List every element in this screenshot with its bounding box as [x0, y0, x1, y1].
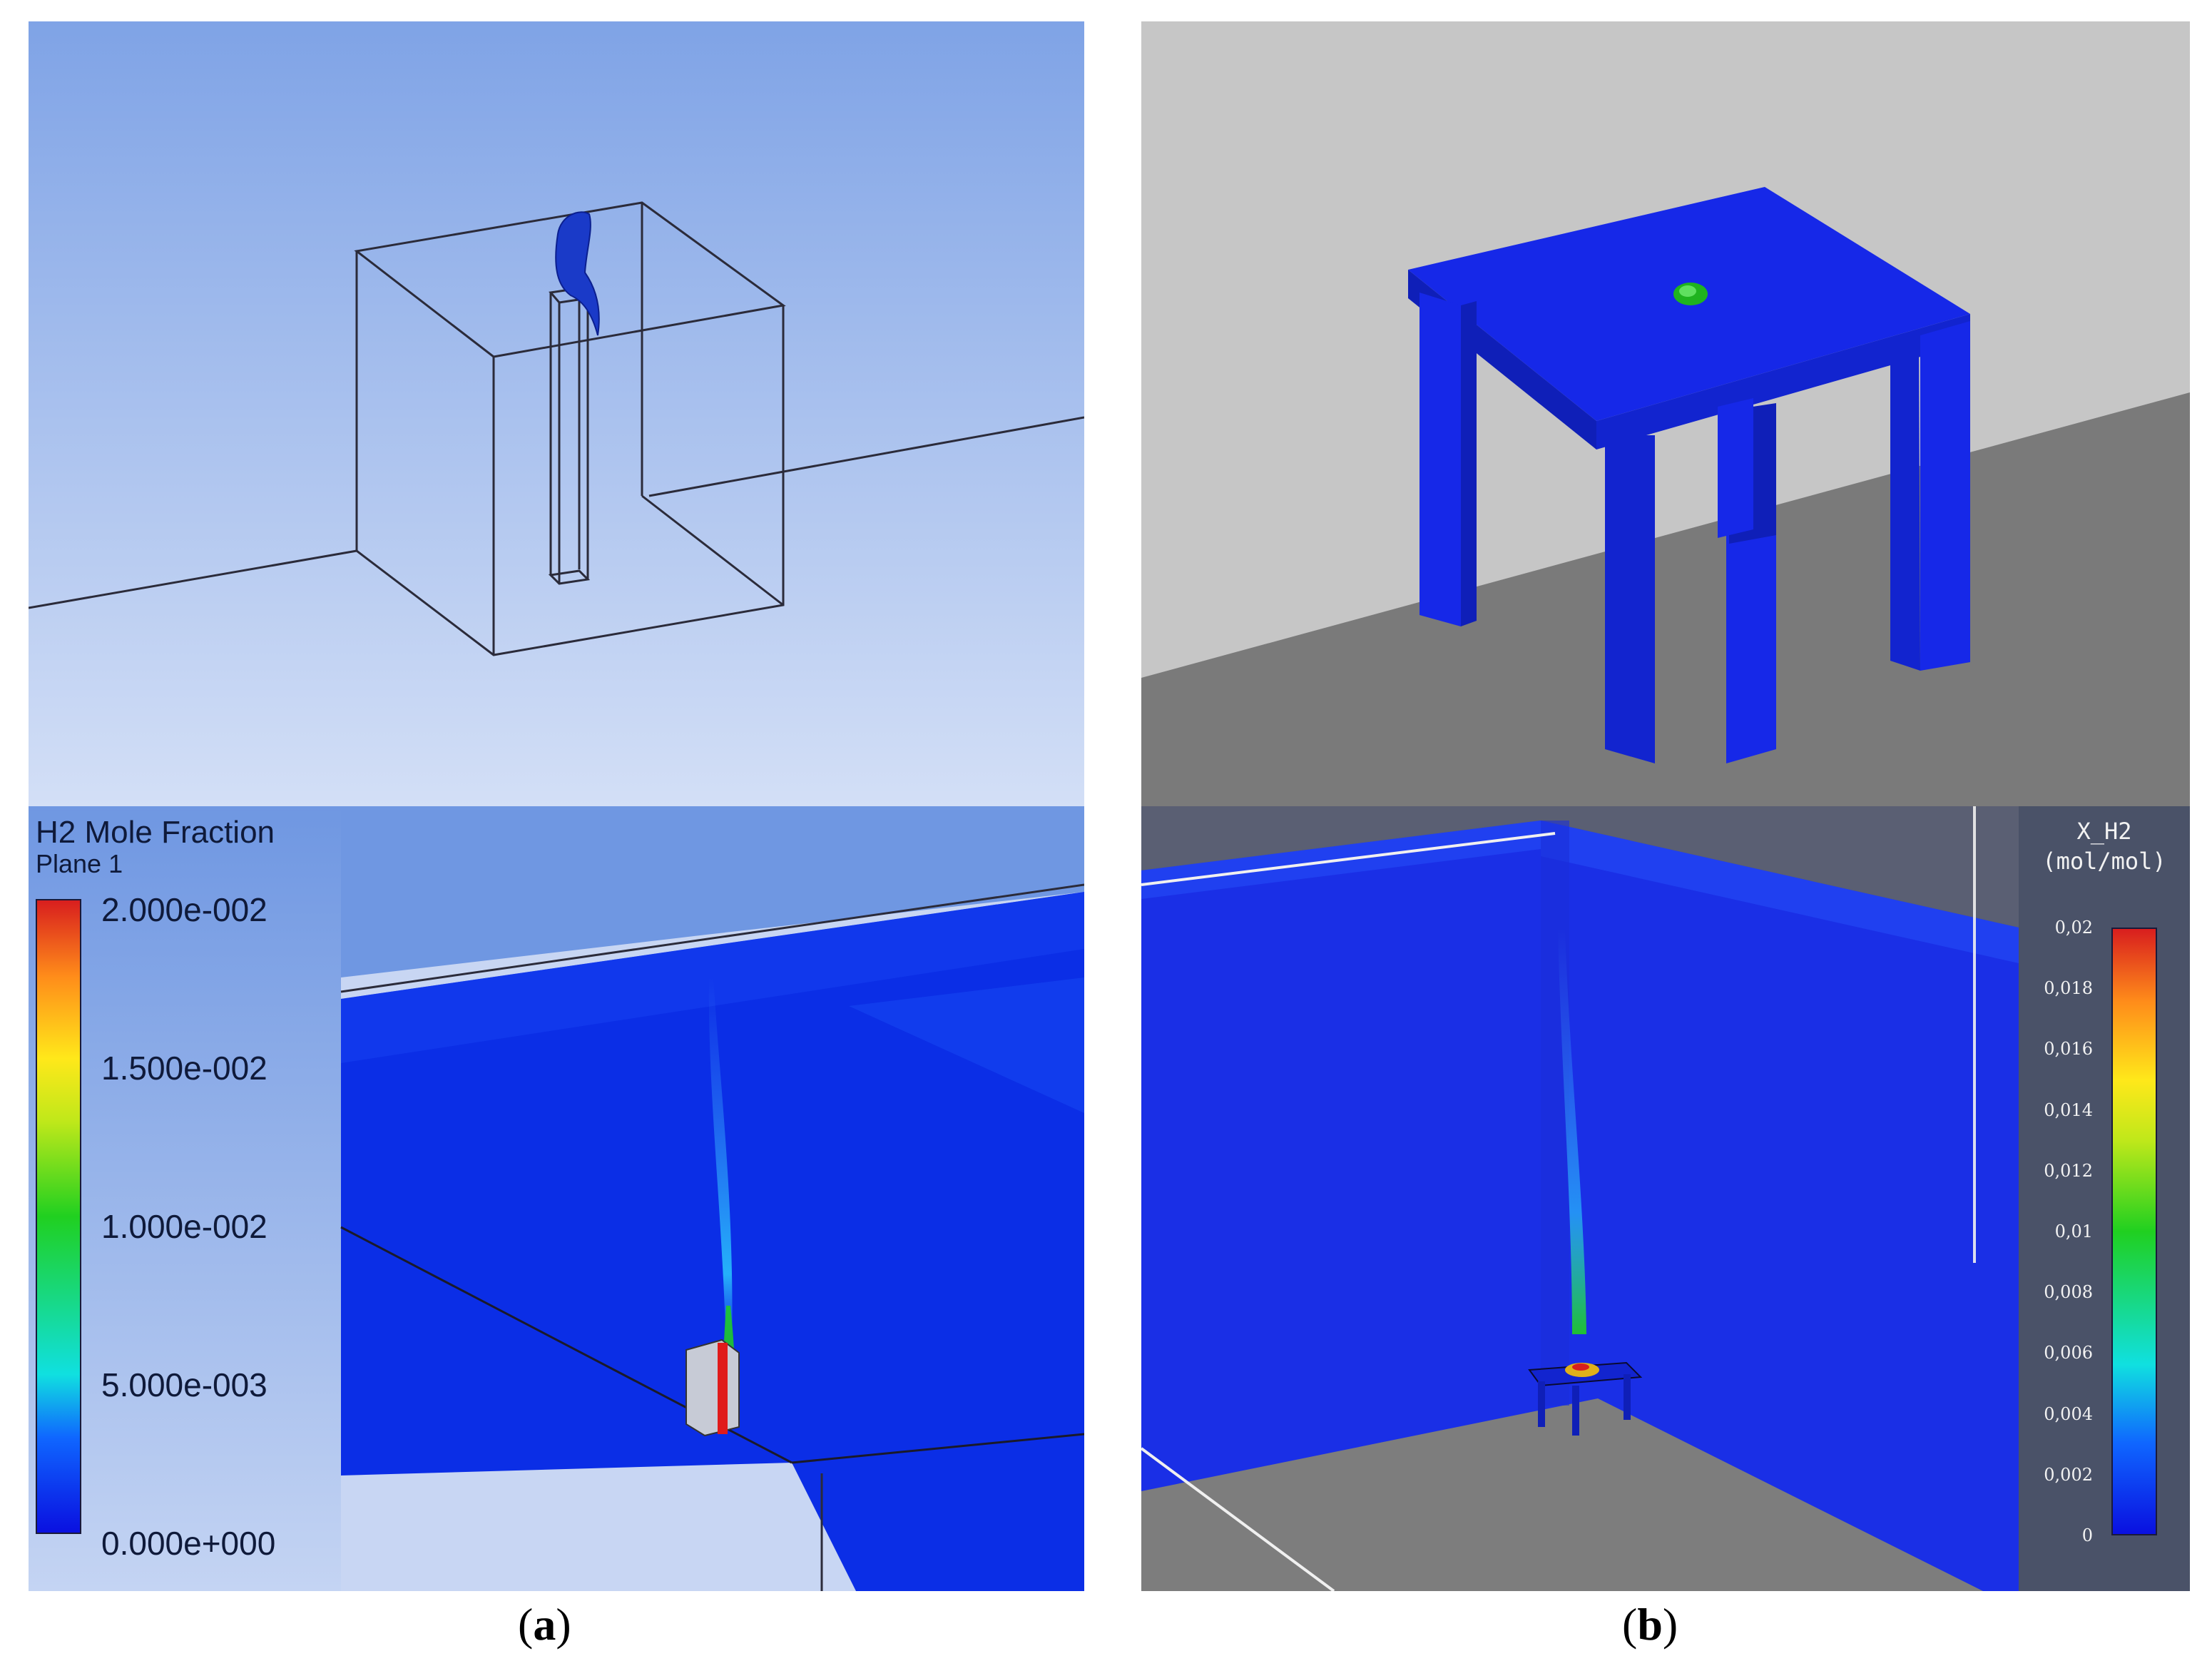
- legend-tick-label: 0,008: [2044, 1282, 2093, 1303]
- legend-tick-label: 0.000e+000: [101, 1525, 276, 1562]
- legend-tick-label: 0,006: [2044, 1343, 2093, 1363]
- legend-tick-label: 0,01: [2054, 1221, 2093, 1241]
- legend-subtitle: Plane 1: [36, 849, 123, 878]
- legend-tick-label: 0,014: [2044, 1099, 2093, 1120]
- enclosure-box: [354, 201, 786, 656]
- legend-tick-label: 0: [2081, 1525, 2093, 1545]
- legend-tick-label: 0,012: [2044, 1160, 2093, 1181]
- legend-title: H2 Mole Fraction: [36, 815, 275, 850]
- panel-b-geometry-view: [1141, 21, 2190, 806]
- release-box: [685, 1339, 740, 1437]
- legend-tick-label: 1.000e-002: [101, 1208, 267, 1245]
- legend-tick-label: 5.000e-003: [101, 1366, 267, 1403]
- legend-h2-mole-fraction: H2 Mole Fraction Plane 1 2.000e-002 1.50…: [29, 806, 341, 1591]
- legend-colorbar: [36, 899, 81, 1534]
- caption-b: (b): [1622, 1599, 1678, 1650]
- legend-x-h2: X_H2 (mol/mol) 0,02 0,018 0,016 0,014 0,012 0…: [2019, 806, 2190, 1591]
- h2-plume-isosurface: [555, 211, 600, 336]
- h2-contour-plane: [29, 806, 1084, 1591]
- legend-colorbar: [2111, 928, 2157, 1535]
- legend-tick-label: 1.500e-002: [101, 1050, 267, 1087]
- panel-a-contour-plot: H2 Mole Fraction Plane 1 2.000e-002 1.50…: [29, 806, 1084, 1591]
- panel-a-geometry-view: [29, 21, 1084, 806]
- geometry-wireframe: [29, 21, 1084, 806]
- legend-tick-label: 0,002: [2044, 1464, 2093, 1485]
- legend-tick-label: 0,004: [2044, 1403, 2093, 1424]
- legend-tick-label: 2.000e-002: [101, 891, 267, 928]
- panel-b-contour-plot: X_H2 (mol/mol) 0,02 0,018 0,016 0,014 0,012 0…: [1141, 806, 2190, 1591]
- legend-tick-label: 0,02: [2054, 918, 2093, 938]
- legend-title: X_H2 (mol/mol): [2042, 818, 2166, 875]
- legend-tick-label: 0,018: [2044, 978, 2093, 999]
- legend-tick-label: 0,016: [2044, 1039, 2093, 1060]
- h2-contour-room: [1141, 806, 2190, 1591]
- caption-a: (a): [518, 1599, 571, 1650]
- table-model: [1141, 21, 2190, 806]
